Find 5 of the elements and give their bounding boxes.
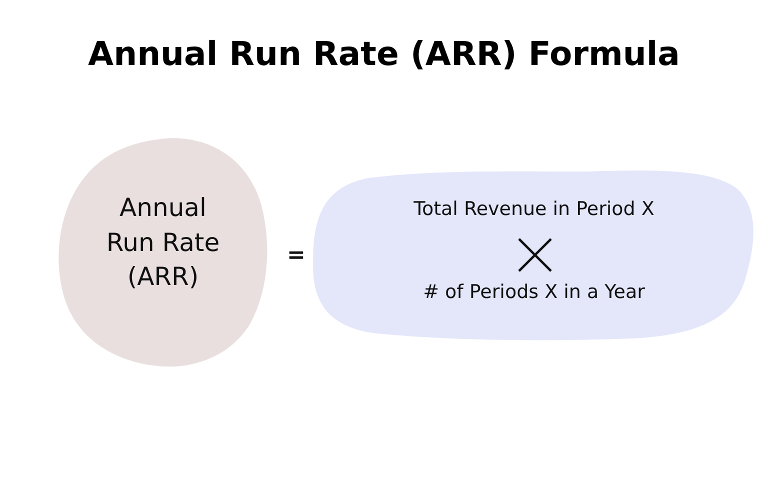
formula-text: Total Revenue in Period X <box>412 198 656 221</box>
title: Annual Run Rate (ARR) Formula <box>87 34 681 73</box>
equals-sign: = <box>287 243 306 268</box>
formula-text: Annual Run Rate (ARR) <box>105 192 221 293</box>
formula-text: # of Periods X in a Year <box>422 281 646 304</box>
